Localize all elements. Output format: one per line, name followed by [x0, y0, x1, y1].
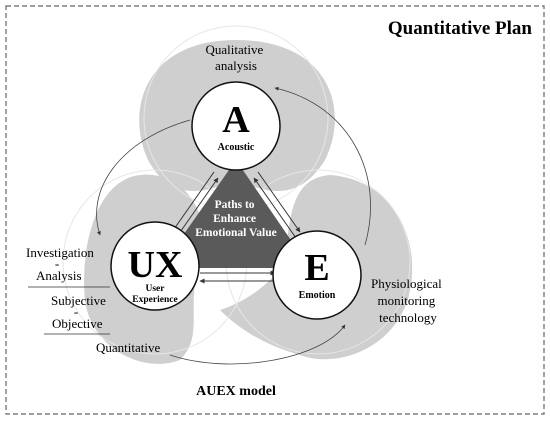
triangle-edge-arrows — [171, 171, 301, 284]
node-acoustic-circle — [191, 81, 281, 171]
annotation-dash-1: - — [55, 256, 59, 271]
annotation-investigation: Investigation — [26, 245, 94, 260]
dashed-frame — [5, 5, 545, 415]
annotation-qualitative: Qualitative analysis — [205, 42, 266, 73]
edge-a-ux-inner — [175, 177, 219, 239]
node-ux-circle — [110, 221, 200, 311]
node-ux-label-line1: User — [146, 284, 166, 294]
center-label-line2: Enhance — [213, 213, 256, 225]
node-acoustic-letter: A — [222, 99, 250, 141]
center-label-line3: Emotional Value — [195, 227, 276, 239]
center-label: Paths to Enhance Emotional Value — [195, 199, 276, 239]
annotation-qualitative-line1: Qualitative — [205, 42, 263, 57]
node-ux-letter: UX — [128, 244, 183, 286]
annotation-subjective: Subjective — [51, 293, 106, 308]
annotation-physiological-line3: technology — [379, 310, 437, 325]
model-caption: AUEX model — [196, 384, 276, 399]
cycle-arrow-top-to-left — [96, 119, 191, 236]
node-emotion: E Emotion — [272, 230, 362, 320]
annotation-physiological-line1: Physiological — [371, 276, 442, 291]
node-emotion-circle — [272, 230, 362, 320]
left-annotations: Investigation - Analysis Subjective - Ob… — [26, 245, 160, 355]
node-ux-label-line2: Experience — [132, 295, 177, 305]
node-acoustic: A Acoustic — [191, 81, 281, 171]
center-label-line1: Paths to — [215, 199, 255, 211]
annotation-analysis: Analysis — [36, 268, 82, 283]
edge-a-e-outer — [257, 171, 301, 233]
node-acoustic-label: Acoustic — [218, 142, 255, 153]
annotation-physiological-line2: monitoring — [377, 293, 435, 308]
annotation-physiological: Physiological monitoring technology — [371, 276, 445, 325]
center-triangle — [160, 160, 310, 268]
annotation-objective: Objective — [52, 316, 103, 331]
edge-a-ux-outer — [171, 171, 215, 233]
node-ux: UX User Experience — [110, 221, 200, 311]
annotation-quantitative: Quantitative — [96, 340, 160, 355]
annotation-dash-2: - — [74, 304, 78, 319]
node-emotion-letter: E — [304, 247, 329, 289]
frame-title: Quantitative Plan — [388, 18, 533, 39]
annotation-qualitative-line2: analysis — [215, 58, 257, 73]
node-emotion-label: Emotion — [299, 290, 336, 301]
cycle-arrow-right-to-top — [274, 86, 371, 246]
edge-a-e-inner — [253, 177, 297, 239]
cycle-arrow-bottom — [169, 324, 346, 365]
